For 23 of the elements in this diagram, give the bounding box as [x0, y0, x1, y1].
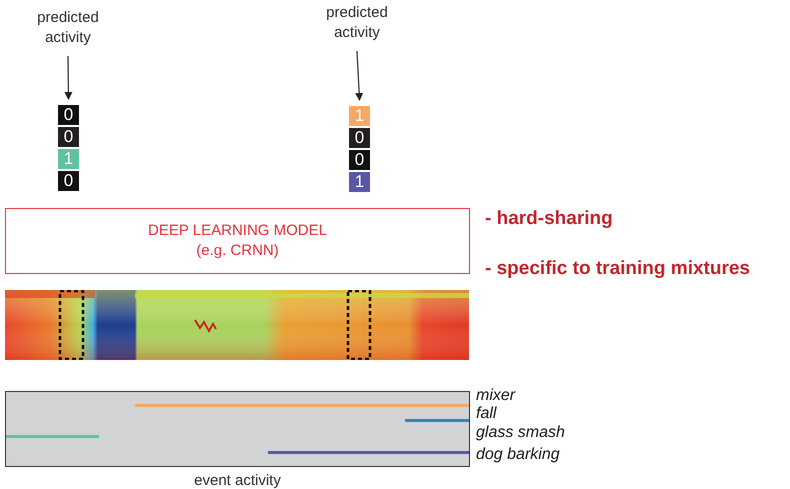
output-label: predicted activity [28, 8, 108, 48]
arrow [355, 50, 364, 101]
output-label: predicted activity [317, 3, 397, 43]
model-property-note: - hard-sharing [485, 208, 613, 230]
activity-cell: 1 [58, 149, 79, 169]
event-activity-panel [5, 391, 470, 467]
event-label: fall [476, 405, 496, 423]
event-label: mixer [476, 387, 516, 405]
activity-cell: 0 [349, 150, 370, 170]
activity-cell: 0 [58, 105, 79, 125]
arrow [64, 56, 72, 100]
event-label: glass smash [476, 424, 565, 442]
activity-cell: 0 [349, 128, 370, 148]
model-property-note: - specific to training mixtures [485, 258, 750, 280]
activity-cell: 0 [58, 127, 79, 147]
event-label: dog barking [476, 446, 560, 464]
activity-cell: 1 [349, 172, 370, 192]
model-box [5, 208, 470, 274]
panel-caption: event activity [193, 471, 282, 489]
activity-cell: 1 [349, 106, 370, 126]
model-label: DEEP LEARNING MODEL [148, 221, 327, 241]
model-label: (e.g. CRNN) [196, 241, 279, 261]
activity-cell: 0 [58, 171, 79, 191]
